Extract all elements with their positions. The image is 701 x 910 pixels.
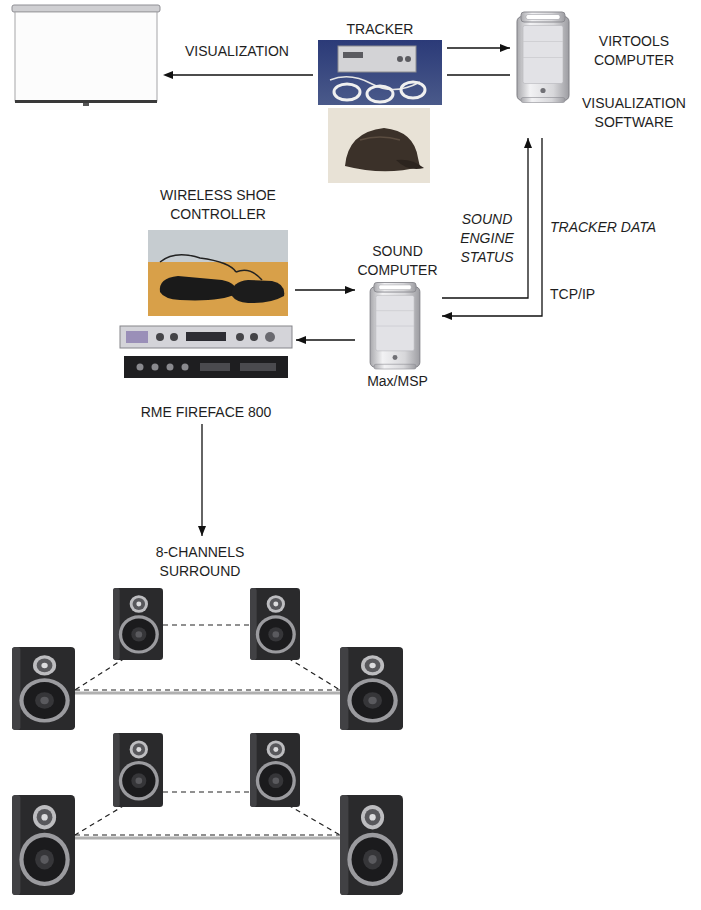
speaker-layout-lines-part-part bbox=[163, 791, 250, 792]
audio-interface-photo-part bbox=[250, 333, 258, 341]
audio-interface-photo-part bbox=[126, 331, 148, 343]
tracker-photo bbox=[318, 40, 442, 105]
virtools-computer-icon-part bbox=[517, 12, 569, 103]
node-title: TRACKER bbox=[315, 20, 445, 39]
speaker-layout-lines-part-part bbox=[75, 658, 125, 690]
head-cap-photo bbox=[328, 108, 430, 183]
audio-interface-photo-part bbox=[200, 363, 230, 371]
node-title: 8-CHANNELS SURROUND bbox=[145, 543, 255, 581]
controller-node: WIRELESS SHOE CONTROLLER bbox=[143, 184, 295, 318]
node-title: SOUND COMPUTER bbox=[355, 242, 440, 280]
head-cap-photo-part bbox=[328, 108, 430, 183]
audio-interface-node: RME FIREFACE 800 bbox=[118, 322, 296, 424]
protocol-label: TCP/IP bbox=[550, 285, 630, 304]
audio-interface-photo-part bbox=[186, 332, 226, 341]
head-cap-photo-part bbox=[396, 160, 424, 169]
tracker-photo-part bbox=[338, 46, 416, 72]
shoe-controller-photo-part bbox=[148, 262, 288, 316]
audio-interface-photo bbox=[120, 326, 292, 378]
connector-arrow bbox=[442, 138, 542, 316]
shoe-controller-photo-part bbox=[160, 276, 236, 300]
node-title: RME FIREFACE 800 bbox=[118, 403, 294, 422]
shoe-controller-photo-part bbox=[148, 230, 288, 264]
connector-arrow bbox=[296, 339, 355, 340]
tracker-photo-part bbox=[397, 56, 403, 62]
speaker-icons-part bbox=[12, 647, 75, 730]
node-subtitle: VISUALIZATION SOFTWARE bbox=[578, 94, 690, 132]
speaker-icons bbox=[12, 588, 403, 895]
connector-arrow bbox=[447, 47, 510, 48]
node-subtitle: Max/MSP bbox=[355, 372, 440, 391]
connector-arrow bbox=[442, 138, 528, 298]
tracker-photo-part bbox=[334, 84, 360, 100]
speaker-layout-lines-part-part bbox=[75, 805, 125, 835]
projection-screen-part bbox=[12, 5, 160, 12]
speaker-icons-part bbox=[340, 795, 403, 895]
audio-interface-photo-part bbox=[124, 356, 288, 378]
computer-node: VIRTOOLS COMPUTER VISUALIZATION SOFTWARE bbox=[510, 8, 692, 138]
audio-interface-photo-part bbox=[152, 364, 159, 371]
projection-screen bbox=[12, 5, 160, 106]
computer-node: SOUND COMPUTER Max/MSP bbox=[355, 240, 442, 393]
audio-interface-photo-part bbox=[170, 333, 178, 341]
visualization-arrow-part bbox=[172, 74, 313, 75]
edge-label: SOUND ENGINE STATUS bbox=[450, 210, 524, 267]
audio-interface-photo-part bbox=[120, 326, 292, 348]
connector-arrow bbox=[447, 74, 510, 75]
speaker-array-node: 8-CHANNELS SURROUND bbox=[5, 536, 410, 902]
tracker-node: TRACKER bbox=[315, 18, 447, 185]
sound-computer-icon bbox=[370, 282, 420, 369]
audio-interface-photo-part bbox=[265, 332, 275, 342]
speaker-layout-lines-part-part bbox=[288, 658, 340, 690]
speaker-icons-part bbox=[250, 733, 300, 807]
speaker-icons-part bbox=[113, 733, 163, 807]
shoe-controller-photo bbox=[148, 230, 288, 316]
visualization-arrow-part bbox=[163, 71, 173, 79]
tracker-photo-part bbox=[343, 52, 363, 58]
tracker-photo-part bbox=[405, 56, 411, 62]
audio-interface-photo-part bbox=[236, 333, 244, 341]
speaker-layout-lines-part-part bbox=[75, 834, 340, 835]
audio-interface-photo-part bbox=[182, 364, 189, 371]
audio-interface-photo-part bbox=[156, 333, 164, 341]
connector-arrow bbox=[295, 289, 355, 290]
speaker-layout-lines-part-part bbox=[288, 805, 340, 835]
shoe-controller-photo-part bbox=[160, 255, 236, 272]
speaker-layout-lines-part bbox=[75, 837, 340, 840]
signal-label: VISUALIZATION bbox=[172, 42, 302, 61]
projection-screen-part bbox=[15, 12, 157, 101]
tracker-photo-part bbox=[401, 82, 425, 98]
node-title: VIRTOOLS COMPUTER bbox=[578, 32, 690, 70]
tracker-photo-part bbox=[367, 86, 393, 102]
audio-interface-photo-part bbox=[167, 364, 174, 371]
audio-interface-photo-part bbox=[240, 363, 276, 371]
speaker-layout-lines-part-part bbox=[163, 624, 250, 625]
speaker-icons-part bbox=[250, 588, 300, 660]
projection-screen-part bbox=[83, 103, 89, 106]
tracker-photo-part bbox=[318, 40, 442, 105]
speaker-icons-part bbox=[113, 588, 163, 660]
node-title: WIRELESS SHOE CONTROLLER bbox=[143, 186, 293, 224]
shoe-controller-photo-part bbox=[232, 280, 284, 303]
projection-screen-part bbox=[15, 100, 157, 103]
connector-arrow bbox=[201, 424, 202, 536]
sound-computer-icon-part bbox=[370, 282, 420, 369]
speaker-icons-part bbox=[12, 795, 75, 895]
shoe-controller-photo-part bbox=[236, 270, 262, 280]
virtools-computer-icon bbox=[517, 12, 569, 103]
audio-interface-photo-part bbox=[137, 364, 144, 371]
visualization-arrow bbox=[163, 71, 313, 79]
speaker-layout-lines-part bbox=[75, 692, 340, 695]
edge-label: TRACKER DATA bbox=[550, 218, 685, 237]
head-cap-photo-part bbox=[360, 137, 400, 140]
speaker-layout-lines-part-part bbox=[75, 689, 340, 690]
speaker-icons-part bbox=[340, 647, 403, 730]
